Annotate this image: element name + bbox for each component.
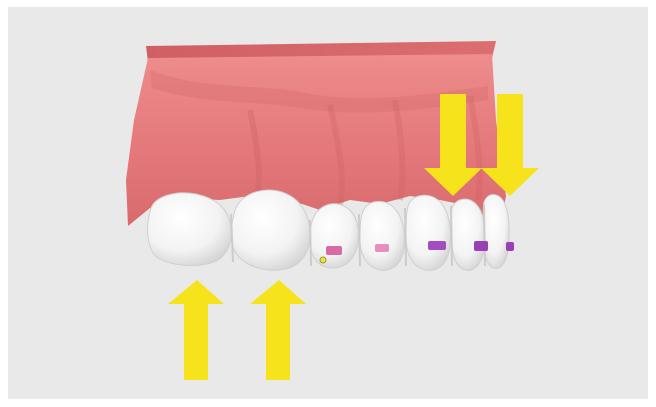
- arrow-up-icon: [250, 280, 306, 380]
- attachment: [506, 242, 514, 251]
- attachment: [428, 241, 446, 250]
- tooth-premolar-1: [231, 190, 310, 270]
- tooth-contact-shadow: [405, 208, 406, 266]
- attachment: [375, 244, 389, 252]
- tooth-premolar-2: [310, 204, 358, 268]
- tooth-lateral-incisor: [406, 195, 451, 270]
- arrow-up-icon: [168, 280, 224, 380]
- tooth-canine: [360, 201, 405, 270]
- tooth-contact-shadow: [310, 220, 311, 266]
- tooth-molar: [148, 193, 232, 266]
- tooth-central-incisor-1: [451, 199, 485, 270]
- attachment-dot: [320, 257, 326, 263]
- tooth-contact-shadow: [451, 206, 452, 266]
- attachment: [326, 246, 342, 255]
- tooth-contact-shadow: [484, 204, 485, 266]
- tooth-contact-shadow: [359, 214, 360, 266]
- attachment: [474, 241, 488, 251]
- tooth-central-incisor-2: [483, 195, 509, 269]
